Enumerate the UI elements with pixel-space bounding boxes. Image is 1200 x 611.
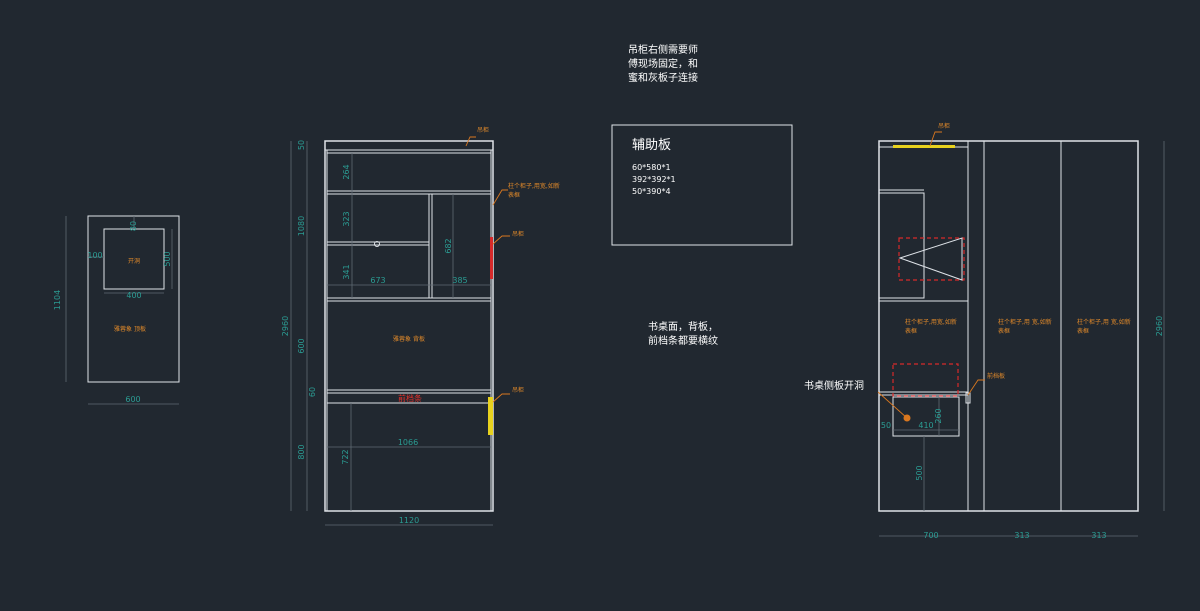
side-outline — [878, 140, 1139, 512]
aux-board-frame — [611, 124, 793, 246]
dim-total-width: 1120 — [399, 516, 419, 525]
aux-board-box: 辅助板 60*580*1 392*392*1 50*390*4 — [611, 124, 793, 246]
dim-w2: 313 — [1014, 531, 1029, 540]
top-tag: 吊柜 — [477, 126, 489, 134]
grain-note: 书桌面，背板， 前档条都要横纹 — [648, 320, 718, 347]
dim-inner-bottom: 400 — [126, 291, 141, 300]
dim-mid: 600 — [297, 338, 306, 353]
leader — [465, 136, 476, 147]
leader — [492, 189, 508, 206]
top-note: 吊柜右侧需要师 傅现场固定，和 蜜和灰板子连接 — [628, 43, 698, 84]
desk-hole — [892, 396, 960, 437]
yellow-accent-strip — [488, 397, 493, 435]
dim-w1: 700 — [923, 531, 938, 540]
leader — [877, 391, 908, 419]
dim-total-height: 2960 — [1155, 316, 1164, 336]
col2-line-2: 表框 — [998, 327, 1010, 335]
upper-box — [878, 192, 925, 299]
dim-s4: 682 — [444, 238, 453, 253]
col1-line-1: 柱个柜子,用宽,如新 — [905, 318, 957, 326]
leader — [929, 131, 942, 147]
dim-s3: 341 — [342, 264, 351, 279]
dim-height: 1104 — [53, 290, 62, 310]
dim-hole-l: 50 — [881, 421, 891, 430]
col3-line-2: 表框 — [1077, 327, 1089, 335]
front-strip-label: 前档条 — [398, 393, 422, 403]
dim-inner-top: 80 — [129, 221, 138, 231]
side-tag-line-1: 柱个柜子,用宽,如新 — [508, 182, 560, 190]
stop-tag: 前档板 — [987, 372, 1005, 380]
knob — [374, 241, 380, 247]
dim-top: 50 — [297, 140, 306, 150]
yellow-top-strip — [893, 145, 955, 148]
aux-board-item: 50*390*4 — [632, 187, 671, 196]
dim-inner-right: 500 — [163, 251, 172, 266]
dim-s2: 323 — [342, 211, 351, 226]
cabinet-outline — [324, 140, 494, 512]
dim-gap: 60 — [308, 387, 317, 397]
grain-note-line-2: 前档条都要横纹 — [648, 334, 718, 347]
red-accent-strip — [490, 237, 493, 279]
front-stop — [965, 392, 971, 404]
opening-label: 开洞 — [128, 257, 140, 265]
dim-leg: 500 — [915, 465, 924, 480]
front-view: 2960 50 1080 600 60 800 264 323 341 682 … — [281, 126, 560, 526]
dim-width: 600 — [125, 395, 140, 404]
dim-inner-left: 100 — [87, 251, 102, 260]
red-dash-box — [892, 363, 959, 397]
dim-w-right: 385 — [452, 276, 467, 285]
top-panel-outline — [87, 215, 180, 383]
left-view: 开洞 雅蓉象 顶板 1104 600 80 100 500 400 — [53, 215, 180, 405]
lower-tag: 吊柜 — [512, 386, 524, 394]
side-view: 书桌侧板开洞 2960 700 313 313 410 50 260 500 吊… — [804, 122, 1165, 540]
dim-hole-w: 410 — [918, 421, 933, 430]
aux-board-item: 392*392*1 — [632, 175, 676, 184]
mid-panel-label: 雅蓉象 背板 — [393, 335, 425, 343]
col2-line-1: 柱个柜子,用 宽,如新 — [998, 318, 1052, 326]
dim-leg: 722 — [341, 449, 350, 464]
right-tag: 吊柜 — [512, 230, 524, 238]
aux-board-item: 60*580*1 — [632, 163, 671, 172]
side-tag-line-2: 表框 — [508, 191, 520, 199]
aux-board-title: 辅助板 — [632, 138, 671, 153]
dim-lower: 800 — [297, 444, 306, 459]
leader — [967, 379, 985, 396]
triangle-cutout — [898, 237, 963, 281]
leader — [492, 393, 510, 403]
red-dash-box — [898, 237, 965, 281]
top-note-line-1: 吊柜右侧需要师 — [628, 43, 698, 56]
dim-total-height: 2960 — [281, 316, 290, 336]
dim-w3: 313 — [1091, 531, 1106, 540]
top-tag: 吊柜 — [938, 122, 950, 130]
dim-hole-h: 260 — [934, 408, 943, 423]
top-note-line-2: 傅现场固定，和 — [628, 57, 698, 70]
dim-s1: 264 — [342, 164, 351, 179]
col1-line-2: 表框 — [905, 327, 917, 335]
dim-w-left: 673 — [370, 276, 385, 285]
col3-line-1: 柱个柜子,用 宽,如新 — [1077, 318, 1131, 326]
top-panel-label: 雅蓉象 顶板 — [114, 325, 146, 333]
leader — [492, 235, 510, 245]
dim-upper: 1080 — [297, 216, 306, 236]
top-note-line-3: 蜜和灰板子连接 — [628, 71, 698, 84]
dim-desk-width: 1066 — [398, 438, 418, 447]
grain-note-line-1: 书桌面，背板， — [648, 320, 718, 333]
desk-hole-note: 书桌侧板开洞 — [804, 379, 864, 392]
